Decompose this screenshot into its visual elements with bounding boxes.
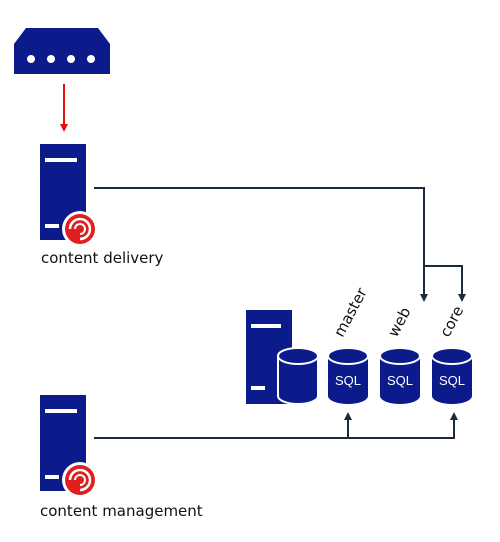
cd-connector [94, 187, 466, 302]
sql-label: SQL [335, 373, 361, 388]
sql-label: SQL [387, 373, 413, 388]
sql-database-core: SQL [431, 347, 473, 404]
network-appliance-icon [14, 28, 110, 74]
sitecore-logo-icon [62, 462, 98, 498]
content-delivery-label: content delivery [41, 249, 164, 267]
content-management-label: content management [40, 502, 203, 520]
cm-connector [94, 412, 458, 439]
sql-database-web: SQL [379, 347, 421, 404]
database-server-icon [246, 310, 319, 405]
sitecore-logo-icon [62, 211, 98, 247]
sql-database-master: SQL [327, 347, 369, 404]
sql-label: SQL [439, 373, 465, 388]
